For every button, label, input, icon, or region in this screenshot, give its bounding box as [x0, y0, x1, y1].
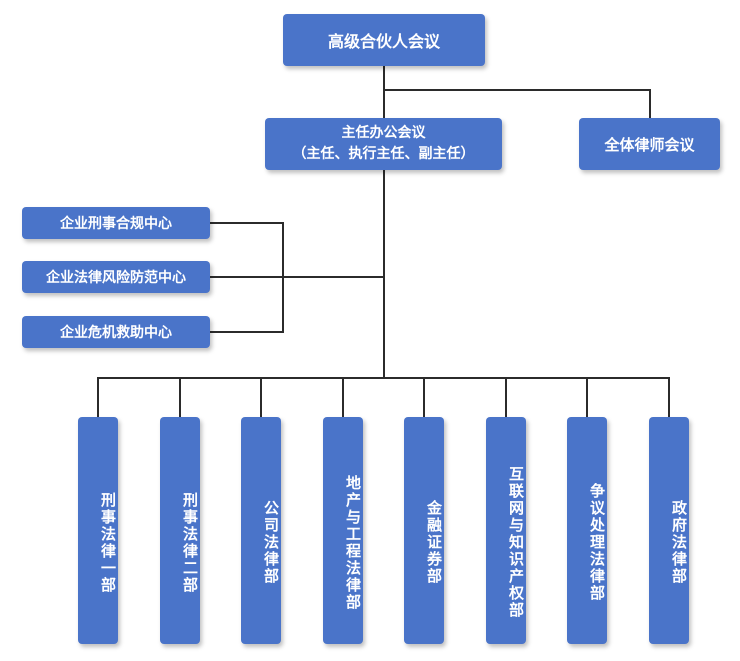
department-node-criminal-1: 刑事法律一部 — [78, 417, 118, 644]
department-label: 刑事法律一部 — [99, 491, 117, 594]
department-node-internet-ip: 互联网与知识产权部 — [486, 417, 526, 644]
department-label: 金融证券部 — [425, 500, 443, 585]
department-label: 互联网与知识产权部 — [507, 466, 525, 619]
department-node-real-estate: 地产与工程法律部 — [323, 417, 363, 644]
department-node-finance-securities: 金融证券部 — [404, 417, 444, 644]
connector-center-2 — [210, 276, 384, 278]
senior-partners-meeting-node: 高级合伙人会议 — [283, 14, 485, 66]
connector-to-all-lawyers-h — [383, 89, 650, 91]
connector-center-1 — [210, 222, 284, 224]
center-node-criminal-compliance: 企业刑事合规中心 — [22, 207, 210, 239]
senior-partners-meeting-label: 高级合伙人会议 — [327, 32, 440, 51]
center-label: 企业危机救助中心 — [60, 325, 172, 341]
department-node-dispute-resolution: 争议处理法律部 — [567, 417, 607, 644]
connector-dept-4 — [342, 377, 344, 417]
center-label: 企业法律风险防范中心 — [46, 270, 186, 286]
connector-to-all-lawyers-v — [649, 89, 651, 118]
all-lawyers-meeting-node: 全体律师会议 — [579, 118, 720, 170]
connector-dept-7 — [586, 377, 588, 417]
center-node-legal-risk-prevention: 企业法律风险防范中心 — [22, 261, 210, 293]
connector-dept-5 — [423, 377, 425, 417]
connector-dept-6 — [505, 377, 507, 417]
director-office-meeting-node: 主任办公会议 （主任、执行主任、副主任） — [265, 118, 502, 170]
connector-center-3 — [210, 331, 284, 333]
department-label: 地产与工程法律部 — [344, 474, 362, 611]
department-node-corporate: 公司法律部 — [241, 417, 281, 644]
center-label: 企业刑事合规中心 — [60, 216, 172, 232]
department-label: 刑事法律二部 — [181, 491, 199, 594]
department-node-government: 政府法律部 — [649, 417, 689, 644]
connector-top-trunk — [383, 66, 385, 377]
connector-dept-8 — [668, 377, 670, 417]
connector-dept-3 — [260, 377, 262, 417]
department-node-criminal-2: 刑事法律二部 — [160, 417, 200, 644]
department-label: 政府法律部 — [670, 500, 688, 585]
all-lawyers-meeting-label: 全体律师会议 — [604, 135, 695, 154]
department-label: 公司法律部 — [262, 500, 280, 585]
director-office-meeting-sublabel: （主任、执行主任、副主任） — [292, 146, 475, 162]
connector-departments-bus — [97, 377, 670, 379]
connector-dept-2 — [179, 377, 181, 417]
center-node-crisis-rescue: 企业危机救助中心 — [22, 316, 210, 348]
department-label: 争议处理法律部 — [588, 483, 606, 602]
director-office-meeting-label: 主任办公会议 — [341, 125, 426, 141]
connector-dept-1 — [97, 377, 99, 417]
